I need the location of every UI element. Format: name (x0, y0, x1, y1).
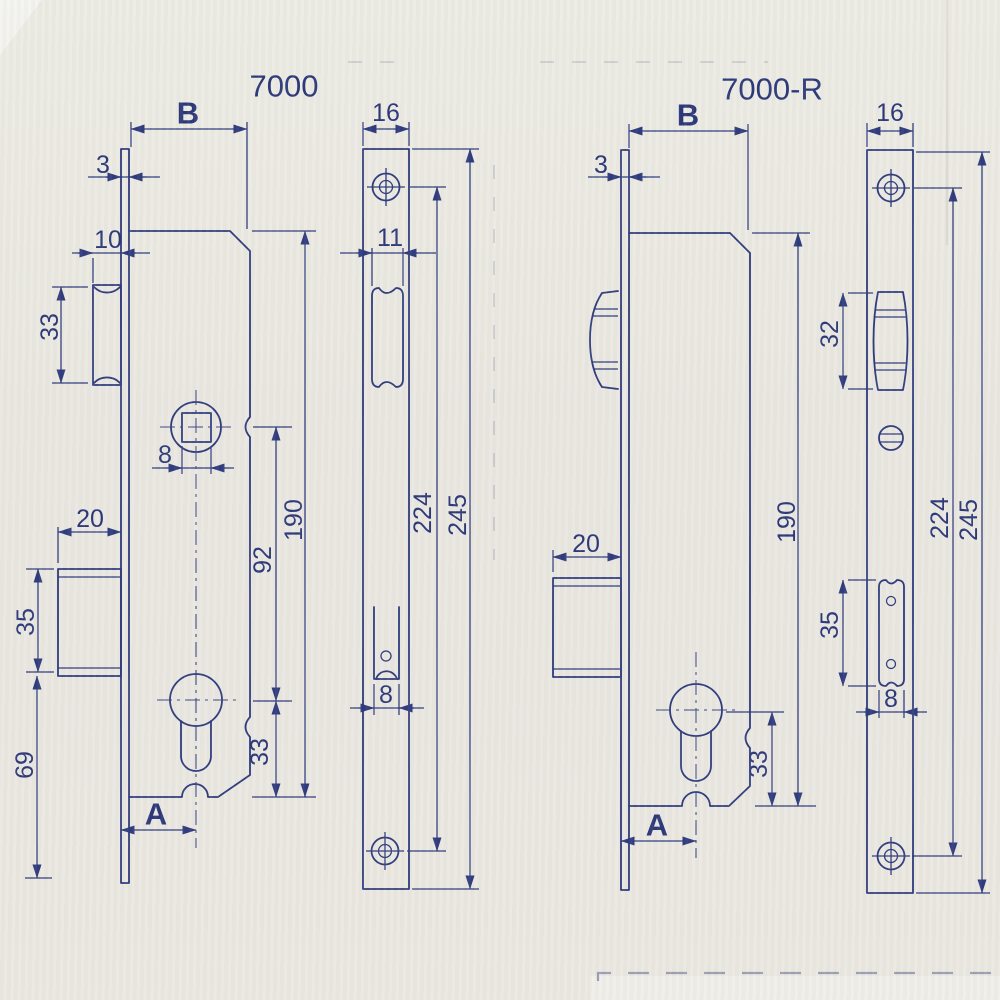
lock-7000r-face-dimensions: 16 32 35 8 224 245 (816, 99, 990, 894)
bolt-face-arc (375, 670, 398, 680)
dim-label-33: 33 (36, 313, 64, 341)
roller-outline (589, 290, 619, 390)
latch-bevel-top (93, 286, 121, 294)
fold-line-bottom (596, 971, 1000, 981)
extension-lines-32 (848, 292, 873, 390)
latch-bolt (92, 284, 122, 386)
dim-label-a: A (646, 808, 668, 843)
dim-label-245: 245 (955, 499, 983, 541)
deadbolt-face-lines (553, 585, 621, 670)
screw-crosshair (872, 169, 910, 207)
latch-bevel-bottom (93, 376, 121, 384)
screw-crosshair (366, 832, 404, 870)
lock-7000-side-view (57, 148, 251, 884)
dim-label-10: 10 (94, 226, 122, 254)
lock-7000r-side-dimensions: B 3 20 A 190 33 (552, 98, 816, 846)
lock-body-outline (128, 230, 251, 798)
screw-crosshair (367, 168, 405, 206)
latch-bolt-side (92, 284, 122, 386)
screw-hole-top (367, 168, 405, 206)
roller-latch-side (589, 290, 619, 390)
cutout-hole-bottom (885, 658, 897, 670)
lock-body-outline (628, 232, 751, 807)
deadbolt (552, 577, 622, 678)
drawing-7000: 7000 (11, 69, 479, 890)
dim-label-245: 245 (444, 494, 472, 536)
cutout-outline (878, 579, 905, 687)
bolt-opening (373, 606, 400, 680)
lock-7000r-face-view (866, 149, 914, 894)
screw-head (878, 425, 904, 451)
dim-label-b: B (677, 98, 699, 133)
dim-label-8: 8 (158, 441, 172, 469)
dim-label-11: 11 (377, 224, 403, 252)
dim-label-a: A (145, 797, 167, 832)
deadbolt-face-lines (58, 576, 121, 669)
screw-hole-bottom (872, 837, 910, 875)
drawing-title: 7000 (250, 69, 319, 104)
dim-label-35: 35 (12, 608, 40, 636)
dim-label-3: 3 (594, 151, 608, 179)
deadbolt (57, 568, 122, 677)
paper-corner (0, 0, 42, 55)
dim-label-20: 20 (572, 530, 600, 558)
dim-label-8: 8 (884, 685, 898, 713)
dim-label-33: 33 (745, 750, 773, 778)
dim-label-33-lower: 33 (246, 738, 274, 766)
roller-band-lines (592, 308, 618, 370)
drawing-7000-r: 7000-R B (552, 72, 990, 894)
faceplate-edge (120, 148, 130, 884)
dim-label-69: 69 (11, 751, 39, 779)
dimension-10 (72, 252, 150, 283)
dim-label-35: 35 (816, 611, 844, 639)
paper-edge-bottom (590, 976, 1000, 1000)
lock-7000-face-view (362, 148, 410, 890)
dim-label-224: 224 (926, 497, 954, 539)
faceplate-front (362, 148, 410, 890)
adjusting-screw (878, 425, 904, 451)
faceplate-front (866, 149, 914, 894)
dim-label-8-slot: 8 (379, 681, 393, 709)
screw-crosshair (872, 837, 910, 875)
roller-latch-front (872, 291, 909, 391)
dim-label-224: 224 (409, 492, 437, 534)
roller-band-lines (874, 309, 907, 371)
dim-label-92: 92 (249, 546, 277, 574)
dim-label-b: B (177, 96, 199, 131)
lock-7000r-side-view (552, 149, 751, 891)
bolt-pin-hole (380, 650, 392, 662)
dim-label-32: 32 (816, 320, 844, 348)
cylinder-stem (180, 720, 212, 772)
dim-label-16: 16 (372, 99, 400, 127)
lock-7000-side-dimensions: B 3 10 33 8 20 35 69 (11, 96, 316, 879)
lock-7000-face-dimensions: 16 11 8 224 245 (340, 99, 479, 890)
dim-label-16: 16 (876, 99, 904, 127)
latch-opening (371, 287, 404, 388)
dim-label-20: 20 (76, 505, 104, 533)
screw-hole-bottom (366, 832, 404, 870)
dim-label-3: 3 (96, 151, 110, 179)
bolt-cutout (878, 579, 905, 687)
extension-lines-35 (848, 579, 876, 687)
cutout-hole-top (885, 595, 897, 607)
deadbolt-side (552, 577, 622, 678)
dimension-11 (340, 248, 436, 286)
screw-slot (880, 433, 902, 443)
drawing-title: 7000-R (721, 72, 823, 107)
bolt-slot (373, 606, 400, 680)
extension-lines-b (130, 122, 248, 229)
faceplate-edge (620, 149, 630, 891)
dim-label-190: 190 (773, 501, 801, 543)
deadbolt-side (57, 568, 122, 677)
dim-label-190: 190 (280, 499, 308, 541)
cylinder-stem (680, 730, 712, 782)
screw-hole-top (872, 169, 910, 207)
roller-outline (872, 291, 909, 391)
